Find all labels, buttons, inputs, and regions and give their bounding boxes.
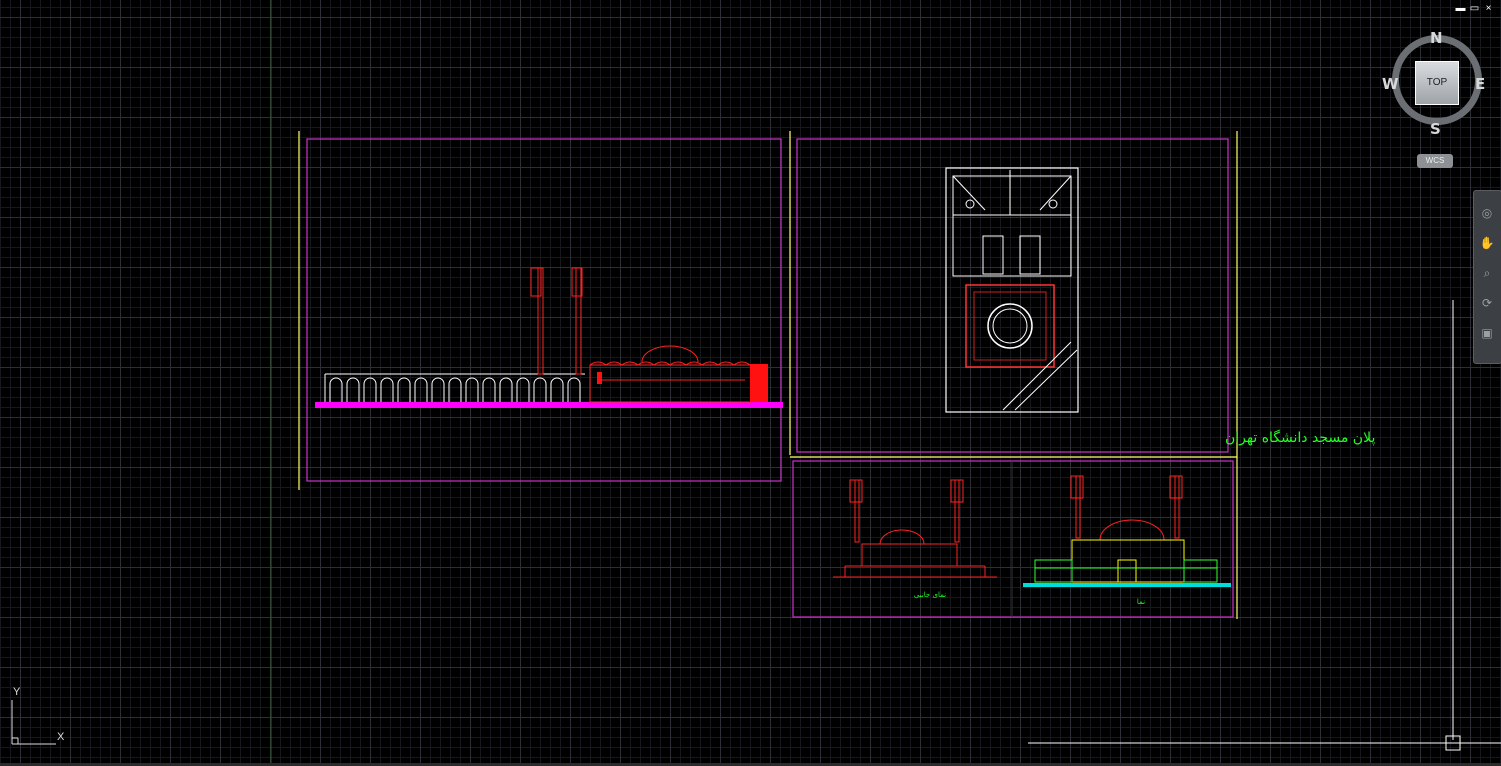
compass-north[interactable]: N [1430,29,1443,47]
viewcube-top-face[interactable]: TOP [1415,61,1459,105]
left-sheet-border [306,138,782,482]
status-bar-edge [0,763,1501,766]
arcade-arch [329,377,343,402]
arcade-arch [414,377,428,402]
close-button[interactable]: × [1485,3,1492,14]
elevation-sheet[interactable]: نمای جانبی نما [792,460,1234,618]
navigation-bar[interactable]: ◎ ✋ ⌕ ⟳ ▣ [1473,190,1501,364]
long-elevation [315,267,783,408]
front-elevation-label: نما [1137,598,1145,606]
plan-title: پلان مسجد دانشگاه تهران [1225,429,1375,446]
viewcube-compass-ring[interactable] [1392,35,1482,125]
arcade-arch [363,377,377,402]
elevation-sheet-border [792,460,1234,618]
arcade-arch [533,377,547,402]
pan-icon[interactable]: ✋ [1479,236,1495,250]
arcade-arch [397,377,411,402]
arcade-arch [567,377,581,402]
plan-sheet-border [796,138,1229,453]
wcs-menu-button[interactable]: WCS [1417,154,1453,168]
showmotion-icon[interactable]: ▣ [1481,326,1493,340]
zoom-icon[interactable]: ⌕ [1483,266,1491,280]
arcade-arch [465,377,479,402]
side-elevation [833,479,997,578]
steering-wheel-icon[interactable]: ◎ [1481,206,1493,220]
plan-sheet[interactable]: پلان مسجد دانشگاه تهران [789,131,1375,619]
compass-west[interactable]: W [1382,75,1399,93]
compass-east[interactable]: E [1475,75,1486,93]
arcade-arch [482,377,496,402]
pickbox [1445,735,1461,751]
viewcube[interactable]: TOP N S E W [1382,28,1486,143]
compass-south[interactable]: S [1430,120,1441,138]
arcade-arch [346,377,360,402]
left-sheet[interactable] [298,131,783,490]
ucs-icon: Y X [4,686,74,748]
arcade-arch [550,377,564,402]
floor-plan [945,167,1079,413]
minimize-button[interactable]: ▬ [1455,3,1466,14]
orbit-icon[interactable]: ⟳ [1481,296,1493,310]
front-elevation [1023,475,1231,587]
arcade-arch [499,377,513,402]
arcade-arch [431,377,445,402]
ucs-x-label: X [57,731,65,743]
arcade-arch [448,377,462,402]
arcade-arch [516,377,530,402]
ucs-y-label: Y [13,686,21,698]
arcade-arch [380,377,394,402]
restore-button[interactable]: ▭ [1469,3,1480,14]
side-elevation-label: نمای جانبی [914,591,946,599]
